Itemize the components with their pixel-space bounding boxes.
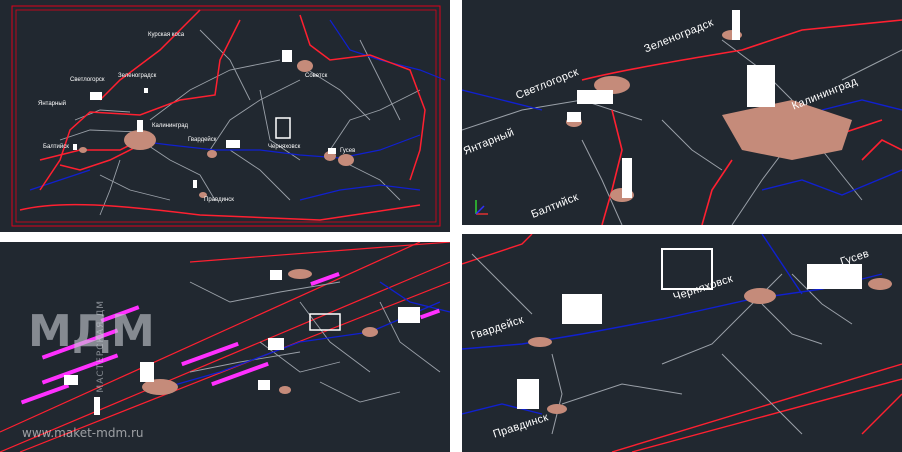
city-label-kursk-spit: Курская коса xyxy=(148,32,185,38)
watermark-vertical-text: МАСТЕРСКАЯ ДМ xyxy=(96,300,106,393)
west-detail-drawing xyxy=(462,10,902,225)
overview-map-panel[interactable]: Курская коса Светлогорск Зеленоградск Ян… xyxy=(0,0,450,232)
inner-frame xyxy=(15,9,437,223)
rivers xyxy=(462,89,902,196)
city-areas xyxy=(142,269,378,395)
city-areas xyxy=(566,30,852,202)
city-label-chernyakhovsk: Черняховск xyxy=(268,144,301,150)
city-label-sovetsk: Советск xyxy=(305,73,328,79)
rivers xyxy=(149,281,450,393)
east-detail-panel[interactable]: Гвардейск Черняховск Гусев Правдинск xyxy=(462,234,902,452)
city-areas xyxy=(79,60,354,198)
landmark-models xyxy=(64,270,420,415)
perspective-panel[interactable]: МДМ МАСТЕРСКАЯ ДМ www.maket-mdm.ru xyxy=(0,242,450,452)
highlight-zones xyxy=(20,271,441,405)
city-label-svetlogorsk: Светлогорск xyxy=(70,77,105,83)
landmark-models xyxy=(517,248,862,409)
landmark-models xyxy=(567,10,775,198)
watermark-logo: МДМ xyxy=(28,306,155,357)
secondary-roads xyxy=(189,281,441,403)
city-areas xyxy=(528,278,892,414)
city-label-kaliningrad: Калининград xyxy=(152,123,189,129)
city-label-baltiysk: Балтийск xyxy=(43,144,69,150)
landmark-models xyxy=(73,50,336,188)
border-lines xyxy=(0,242,450,452)
outer-frame xyxy=(11,5,441,227)
perspective-drawing xyxy=(0,242,450,452)
city-label-gvardeysk: Гвардейск xyxy=(188,137,217,143)
rivers xyxy=(29,19,446,201)
east-detail-drawing xyxy=(462,234,902,452)
city-label-zelenogradsk: Зеленоградск xyxy=(118,73,157,79)
city-label-pravdinsk: Правдинск xyxy=(204,197,234,203)
west-detail-panel[interactable]: Зеленоградск Светлогорск Калининград Янт… xyxy=(462,0,902,225)
axis-icon xyxy=(475,200,488,215)
city-label-yantarny: Янтарный xyxy=(38,101,66,107)
city-label-gusev: Гусев xyxy=(340,148,356,154)
overview-map-drawing xyxy=(11,5,446,227)
watermark-url: www.maket-mdm.ru xyxy=(22,426,144,440)
border-lines xyxy=(462,234,902,452)
